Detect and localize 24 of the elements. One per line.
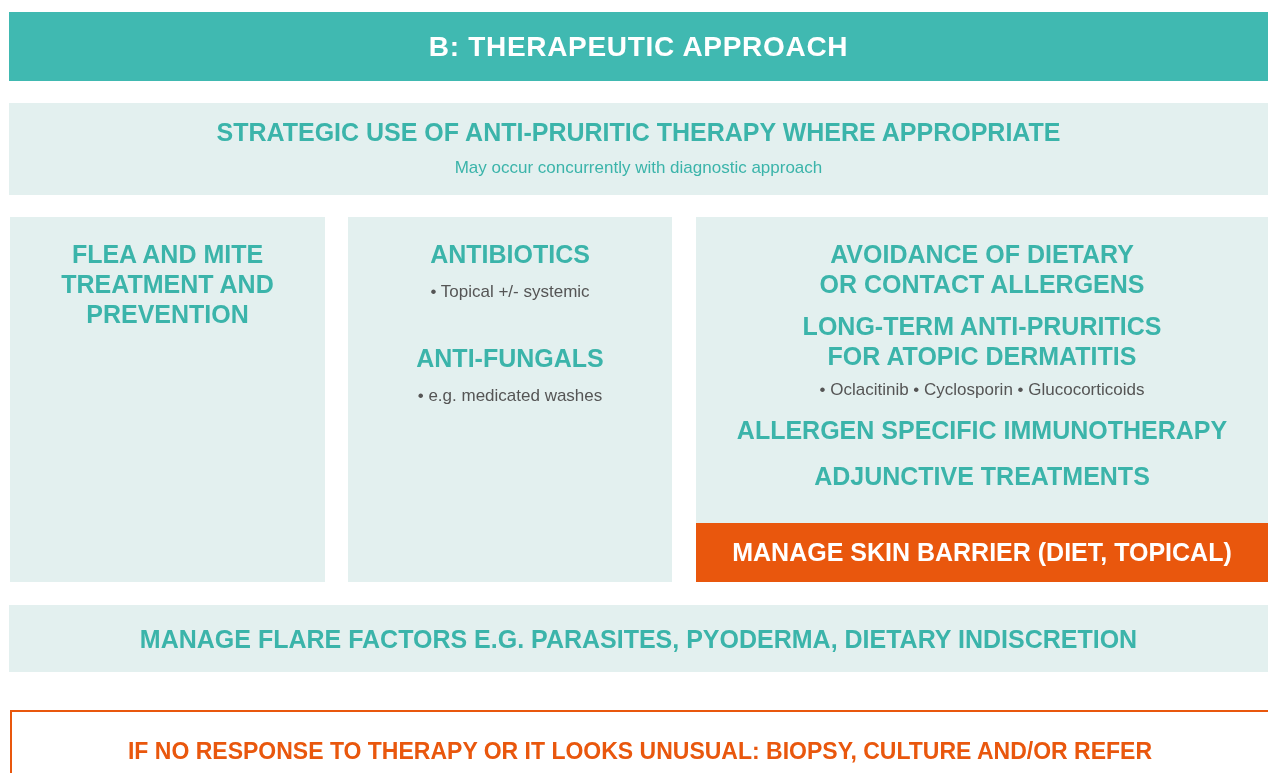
heading-text: ADJUNCTIVE TREATMENTS bbox=[814, 461, 1150, 491]
category-panel bbox=[696, 217, 1268, 582]
heading-text: LONG-TERM ANTI-PRURITICS FOR ATOPIC DERMATITIS bbox=[801, 311, 1163, 371]
note-box bbox=[10, 710, 1268, 773]
title-text: B: THERAPEUTIC APPROACH bbox=[428, 29, 849, 64]
category-panel bbox=[10, 217, 325, 582]
subtitle-text: May occur concurrently with diagnostic approach bbox=[454, 157, 823, 180]
bullet-text: • Oclacitinib • Cyclosporin • Glucocorticoids bbox=[819, 379, 1145, 401]
heading-text: MANAGE SKIN BARRIER (DIET, TOPICAL) bbox=[732, 536, 1232, 568]
info-band bbox=[9, 605, 1268, 672]
bullet-text: • Topical +/- systemic bbox=[430, 281, 590, 303]
heading-text: ALLERGEN SPECIFIC IMMUNOTHERAPY bbox=[736, 415, 1228, 445]
info-band bbox=[9, 103, 1268, 195]
highlight-bar bbox=[696, 523, 1268, 582]
heading-text: MANAGE FLARE FACTORS E.G. PARASITES, PYODERMA, DIETARY INDISCRETION bbox=[139, 623, 1138, 654]
heading-text: ANTIBIOTICS bbox=[430, 239, 590, 269]
heading-text: FLEA AND MITE TREATMENT AND PREVENTION bbox=[60, 239, 275, 329]
heading-text: AVOIDANCE OF DIETARY OR CONTACT ALLERGENS bbox=[818, 239, 1146, 299]
bullet-text: • e.g. medicated washes bbox=[417, 385, 603, 407]
heading-text: STRATEGIC USE OF ANTI-PRURITIC THERAPY WHERE APPROPRIATE bbox=[216, 117, 1061, 148]
category-panel bbox=[348, 217, 672, 582]
heading-text: IF NO RESPONSE TO THERAPY OR IT LOOKS UNUSUAL: BIOPSY, CULTURE AND/OR REFER bbox=[128, 737, 1152, 766]
header-band bbox=[9, 12, 1268, 81]
heading-text: ANTI-FUNGALS bbox=[416, 343, 604, 373]
